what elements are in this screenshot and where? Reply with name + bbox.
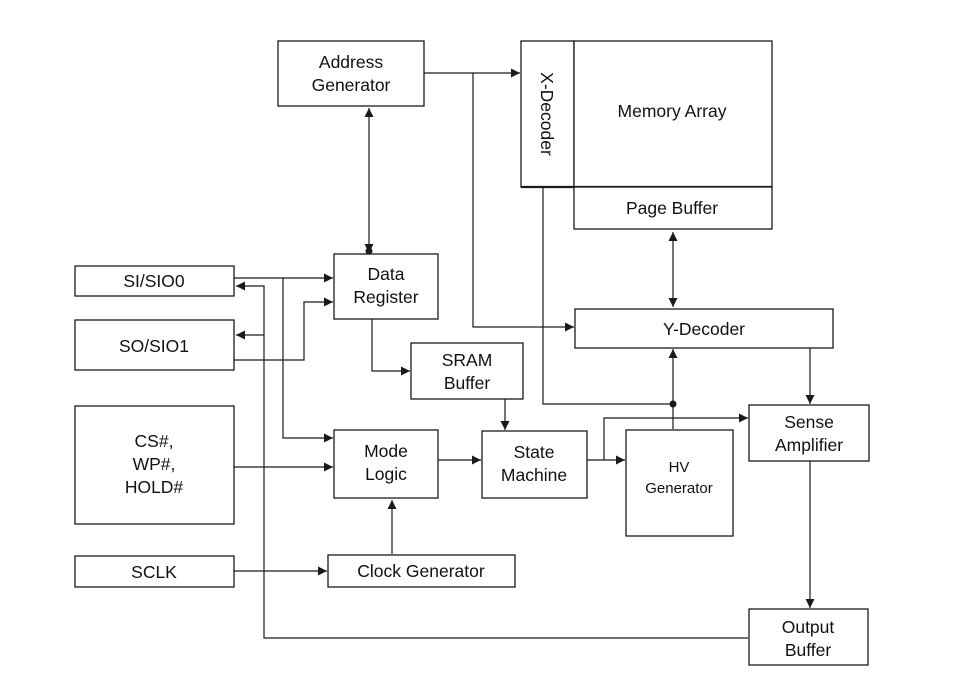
memory-array-label: Memory Array [618,101,727,121]
wire-output-feedback [236,281,748,639]
sram-buffer-block: SRAM Buffer [410,342,524,400]
x-decoder-block: X-Decoder [520,40,575,188]
wire-xdecoder-down [542,187,673,405]
mode-logic-block: Mode Logic [333,429,439,499]
state-machine-label: State [514,442,555,462]
so-sio1-label: SO/SIO1 [119,336,189,356]
wire-dataregister-to-sram [371,319,410,376]
junction-dot [365,247,373,255]
wire-addrgen-to-ydecoder [472,73,574,332]
data-register-label: Data [368,264,405,284]
address-generator-block: Address Generator [277,40,425,107]
sense-amplifier-block: Sense Amplifier [748,404,870,462]
si-sio0-block: SI/SIO0 [74,265,235,297]
memory-array-block: Memory Array [573,40,773,188]
clock-generator-label: Clock Generator [357,561,485,581]
si-sio0-label: SI/SIO0 [123,271,185,291]
wire-state-to-sense [603,413,748,460]
wire-so-to-dataregister [234,297,333,361]
address-generator-label: Generator [312,75,391,95]
output-buffer-block: Output Buffer [748,608,869,666]
wp-label: WP#, [133,454,176,474]
wire-si-to-modelogic [282,278,333,443]
x-decoder-label: X-Decoder [537,72,557,156]
cs-wp-hold-block: CS#, WP#, HOLD# [74,405,235,525]
mode-logic-label: Mode [364,441,408,461]
junction-dot [669,400,677,408]
hold-label: HOLD# [125,477,184,497]
sclk-block: SCLK [74,555,235,588]
cs-label: CS#, [135,431,174,451]
hv-generator-block: HV Generator [625,429,734,537]
y-decoder-label: Y-Decoder [663,319,745,339]
data-register-label: Register [353,287,418,307]
hv-generator-label: HV [669,459,690,476]
page-buffer-label: Page Buffer [626,198,718,218]
sclk-label: SCLK [131,562,177,582]
address-generator-label: Address [319,52,383,72]
connections [234,68,815,639]
state-machine-block: State Machine [481,430,588,499]
data-register-block: Data Register [333,253,439,320]
sense-amplifier-label: Sense [784,412,834,432]
state-machine-label: Machine [501,465,567,485]
sense-amplifier-label: Amplifier [775,435,843,455]
page-buffer-block: Page Buffer [573,186,773,230]
so-sio1-block: SO/SIO1 [74,319,235,371]
output-buffer-label: Output [782,617,835,637]
sram-buffer-label: SRAM [442,350,493,370]
mode-logic-label: Logic [365,464,407,484]
output-buffer-label: Buffer [785,640,832,660]
hv-generator-label: Generator [645,480,713,497]
sram-buffer-label: Buffer [444,373,491,393]
y-decoder-block: Y-Decoder [574,308,834,349]
clock-generator-block: Clock Generator [327,554,516,588]
